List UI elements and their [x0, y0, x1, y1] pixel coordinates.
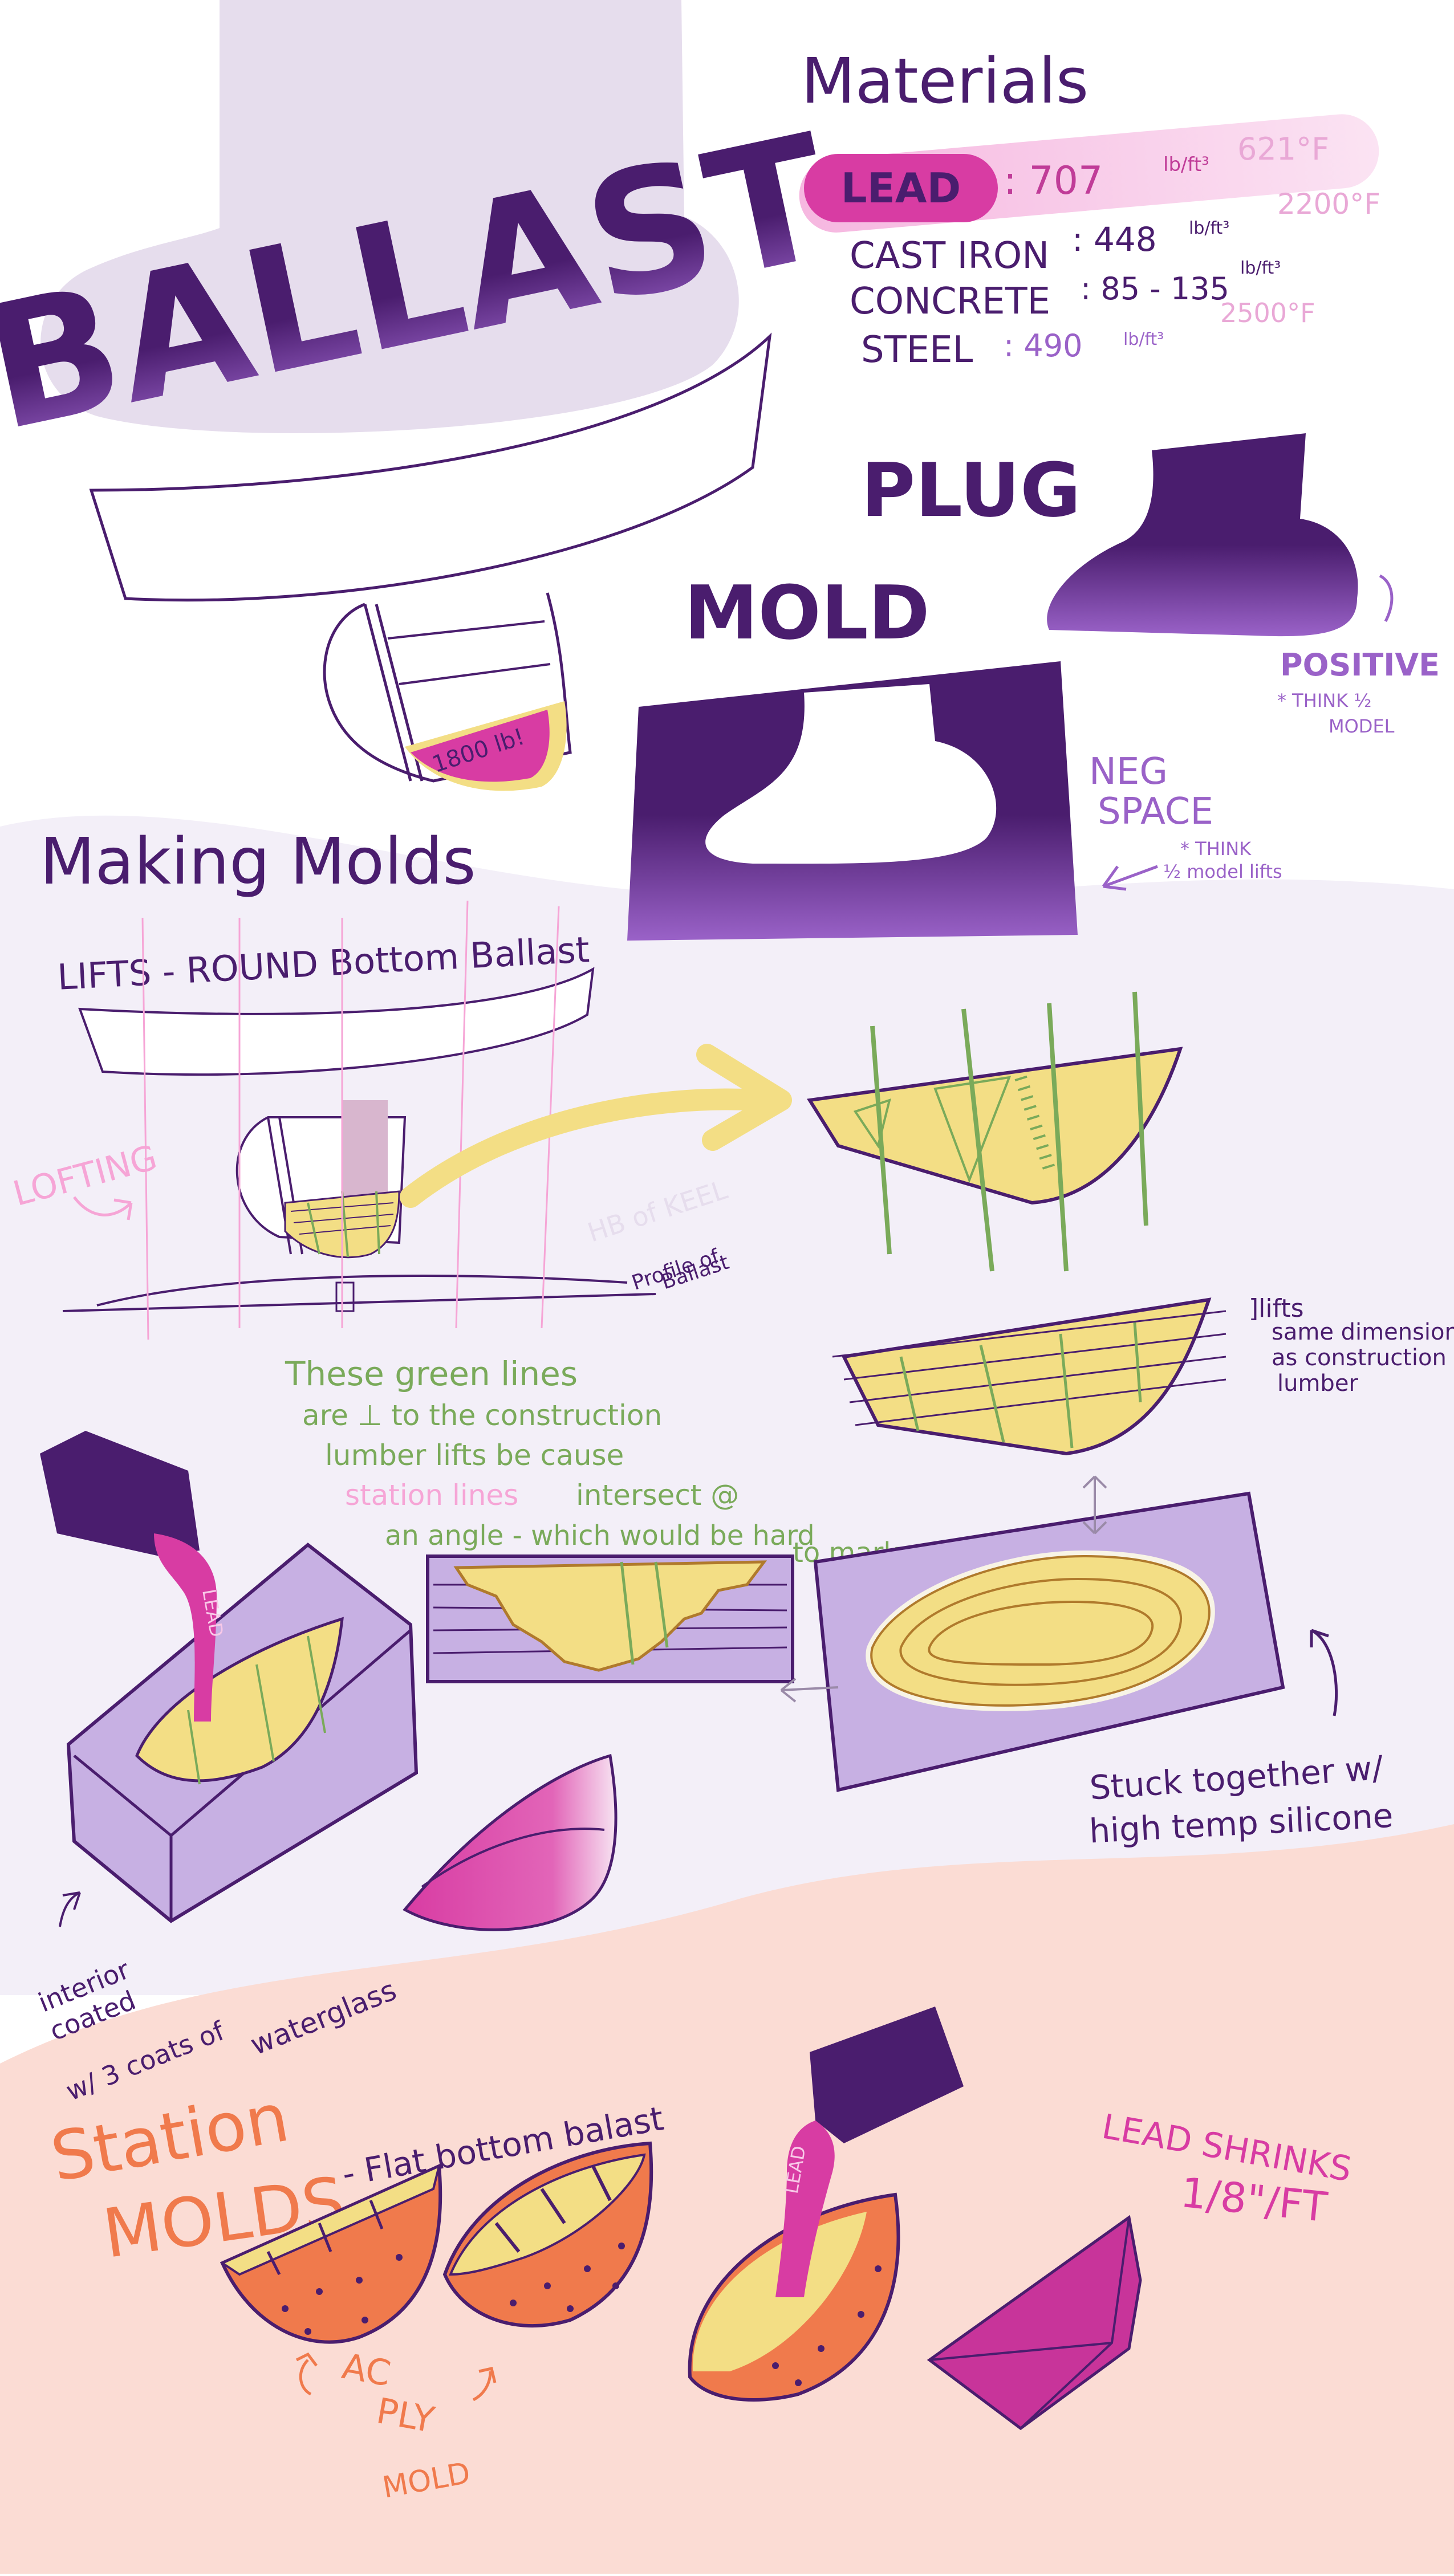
plug-arrow	[1379, 574, 1394, 622]
double-arrow-up	[1082, 1475, 1107, 1535]
lofting-arrow	[73, 1196, 133, 1220]
mold-note-line1: * THINK	[1180, 838, 1252, 860]
yellow-arrow-shaft	[400, 1088, 769, 1208]
cast-iron-unit: lb/ft³	[1189, 218, 1229, 238]
concrete-density: : 85 - 135	[1081, 271, 1229, 307]
plug-note-line2: MODEL	[1329, 715, 1395, 737]
mold-arrow	[1102, 865, 1158, 891]
lead-badge	[804, 154, 998, 222]
materials-heading: Materials	[801, 44, 1089, 117]
lifts-note-3: as construction	[1272, 1345, 1447, 1371]
lead-unit: lb/ft³	[1163, 153, 1209, 176]
silicone-arrow	[1310, 1629, 1338, 1716]
lead-melt: 621°F	[1237, 131, 1329, 167]
ac-label: AC	[339, 2345, 394, 2395]
making-molds-heading: Making Molds	[40, 825, 476, 899]
station-mold-1	[220, 2163, 442, 2344]
steel-name: STEEL	[861, 329, 973, 371]
lifts-note-4: lumber	[1277, 1370, 1358, 1397]
steel-melt: 2500°F	[1220, 298, 1315, 328]
lead-density: : 707	[1004, 158, 1103, 204]
green-note-6: an angle - which would be hard	[385, 1520, 815, 1552]
mold-label: MOLD	[684, 569, 930, 656]
green-note-1: These green lines	[285, 1354, 578, 1393]
ply-arrow	[472, 2367, 497, 2402]
lift-stack-box	[426, 1554, 794, 1683]
ballast-station-lines	[807, 991, 1183, 1272]
station-molds-background	[0, 1824, 1454, 2574]
ballast-casting-edge	[421, 1828, 605, 1888]
green-note-4: station lines	[345, 1479, 518, 1512]
ballast-lifts	[832, 1297, 1226, 1456]
pour-lead-box: LEAD	[40, 1431, 419, 1923]
lofting-hull-sketch	[62, 900, 656, 1340]
station-ballast-casting	[927, 2215, 1142, 2431]
ballast-casting	[403, 1753, 618, 1931]
plug-shape	[1047, 433, 1358, 637]
title-blob	[40, 0, 739, 433]
ply-label: PLY	[373, 2390, 438, 2441]
plug-label: PLUG	[861, 447, 1081, 534]
steel-density: : 490	[1004, 328, 1082, 364]
cast-iron-density: : 448	[1072, 220, 1157, 259]
station-mold-3: LEAD	[688, 2007, 964, 2402]
cast-iron-name: CAST IRON	[850, 235, 1049, 277]
concrete-unit: lb/ft³	[1240, 258, 1281, 278]
concrete-name: CONCRETE	[850, 280, 1050, 323]
mold-note-title1: NEG	[1089, 751, 1168, 793]
station-mold-2	[442, 2141, 653, 2328]
green-note-3: lumber lifts be cause	[325, 1439, 624, 1472]
green-note-5: intersect @	[576, 1479, 739, 1512]
interior-arrow	[59, 1891, 81, 1927]
green-note-2: are ⊥ to the construction	[302, 1399, 662, 1432]
silicone-mold-box	[813, 1491, 1285, 1792]
cast-iron-melt: 2200°F	[1277, 188, 1380, 221]
lead-name: LEAD	[841, 164, 961, 212]
plug-note-title: POSITIVE	[1280, 647, 1440, 683]
ac-arrow	[295, 2352, 318, 2396]
hull-sketch-top: 1800 lb!	[89, 332, 772, 791]
lifts-note-1: ]lifts	[1249, 1294, 1304, 1323]
plug-note-line1: * THINK ½	[1277, 690, 1371, 711]
double-arrow-left	[780, 1678, 839, 1703]
yellow-arrow-head	[696, 1044, 792, 1151]
mold-note-title2: SPACE	[1098, 791, 1213, 833]
steel-unit: lb/ft³	[1123, 329, 1164, 349]
lifts-note-2: same dimension	[1272, 1319, 1454, 1345]
mold-cavity	[705, 684, 997, 864]
mold-note-line2: ½ model lifts	[1163, 861, 1282, 882]
